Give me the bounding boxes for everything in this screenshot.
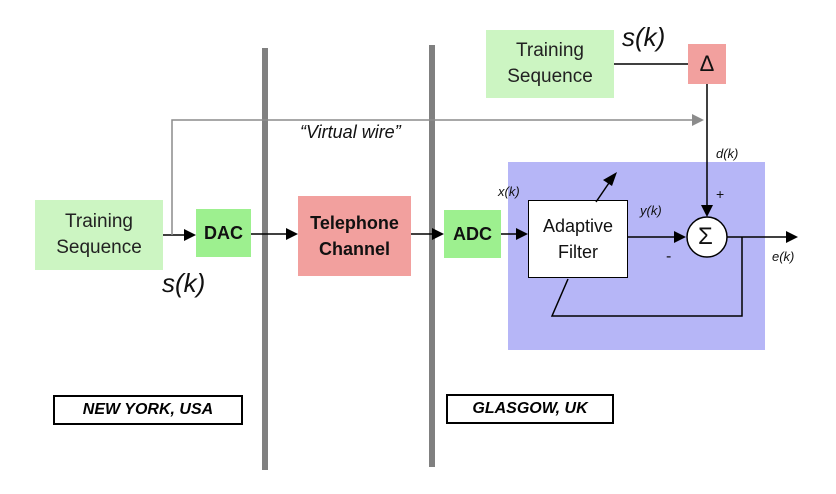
- dac-box: DAC: [196, 209, 251, 257]
- arrow-adapt-head: [603, 172, 617, 186]
- arrow-d-in: [701, 205, 713, 217]
- wire-virtual: [171, 119, 692, 235]
- signal-s-top: s(k): [622, 22, 666, 52]
- telephone-channel-box: Telephone Channel: [298, 196, 411, 276]
- arrow-dac-in: [184, 229, 196, 241]
- training-sequence-top-label: Training Sequence: [507, 40, 593, 87]
- arrow-channel-in: [286, 228, 298, 240]
- adc-label: ADC: [453, 223, 492, 244]
- training-sequence-top-box: Training Sequence: [486, 30, 614, 98]
- adaptive-filter-label: Adaptive Filter: [542, 216, 614, 262]
- dac-label: DAC: [204, 222, 243, 243]
- location-new-york-label: NEW YORK, USA: [82, 401, 214, 418]
- sum-minus-sign: -: [666, 248, 672, 265]
- arrow-sum-in: [674, 231, 686, 243]
- summer-symbol: Σ: [698, 223, 713, 250]
- wire-adapt-arrow: [595, 179, 612, 203]
- signal-e: e(k): [772, 249, 795, 264]
- training-sequence-left-label: Training Sequence: [56, 211, 142, 258]
- delta-box: Δ: [688, 44, 726, 84]
- location-glasgow-label: GLASGOW, UK: [472, 400, 588, 417]
- adc-box: ADC: [444, 210, 501, 258]
- arrow-filter-in: [516, 228, 528, 240]
- wire-error-feedback: [550, 237, 743, 317]
- adaptive-filter-box: Adaptive Filter: [528, 200, 628, 278]
- signal-s-left: s(k): [162, 268, 206, 298]
- telephone-channel-label: Telephone Channel: [310, 213, 399, 259]
- sum-plus-sign: +: [716, 186, 725, 202]
- arrow-output: [786, 231, 798, 243]
- arrow-adc-in: [432, 228, 444, 240]
- signal-y: y(k): [640, 203, 662, 218]
- training-sequence-left-box: Training Sequence: [35, 200, 163, 270]
- delta-symbol: Δ: [699, 51, 715, 76]
- signal-x: x(k): [498, 184, 520, 199]
- virtual-wire-label: “Virtual wire”: [300, 122, 401, 142]
- location-glasgow: GLASGOW, UK: [446, 394, 614, 424]
- signal-d: d(k): [716, 146, 739, 161]
- location-new-york: NEW YORK, USA: [53, 395, 243, 425]
- arrow-virtual-head: [692, 114, 704, 126]
